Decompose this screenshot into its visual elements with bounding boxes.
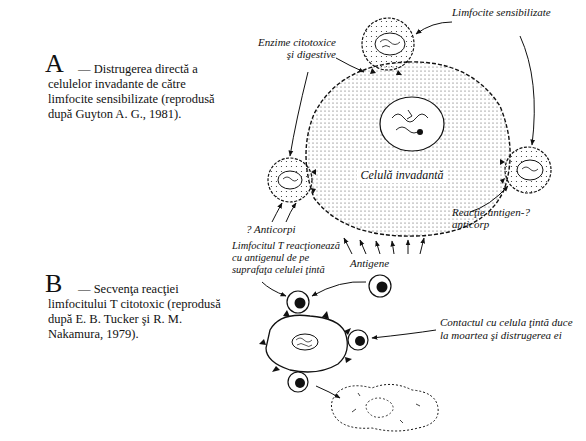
- callout-label: Limfocitul T reacţionează cu antigenul d…: [232, 240, 352, 276]
- callout-label: Limfocite sensibilizate: [452, 6, 552, 18]
- figure-caption: — Secvenţa reacţiei limfocitului T citot…: [48, 282, 228, 342]
- callout-label: Reacţie antigen-? anticorp: [452, 206, 544, 230]
- figure-caption: — Distrugerea directă a celulelor invada…: [48, 62, 232, 122]
- t-lymphocytes: [262, 275, 436, 398]
- callout-label: Contactul cu celula ţintă duce la moarte…: [440, 316, 580, 342]
- cell-label: Celulă invadantă: [357, 168, 447, 183]
- panel-letter: B: [45, 270, 75, 298]
- antigen-arrows: [344, 238, 424, 254]
- target-cell-sequence: [259, 310, 438, 431]
- callout-label: Antigene: [350, 257, 430, 269]
- callout-label: ? Anticorpi: [246, 223, 326, 235]
- callout-label: Enzime citotoxice şi digestive: [250, 36, 336, 60]
- panel-letter: A: [45, 50, 75, 78]
